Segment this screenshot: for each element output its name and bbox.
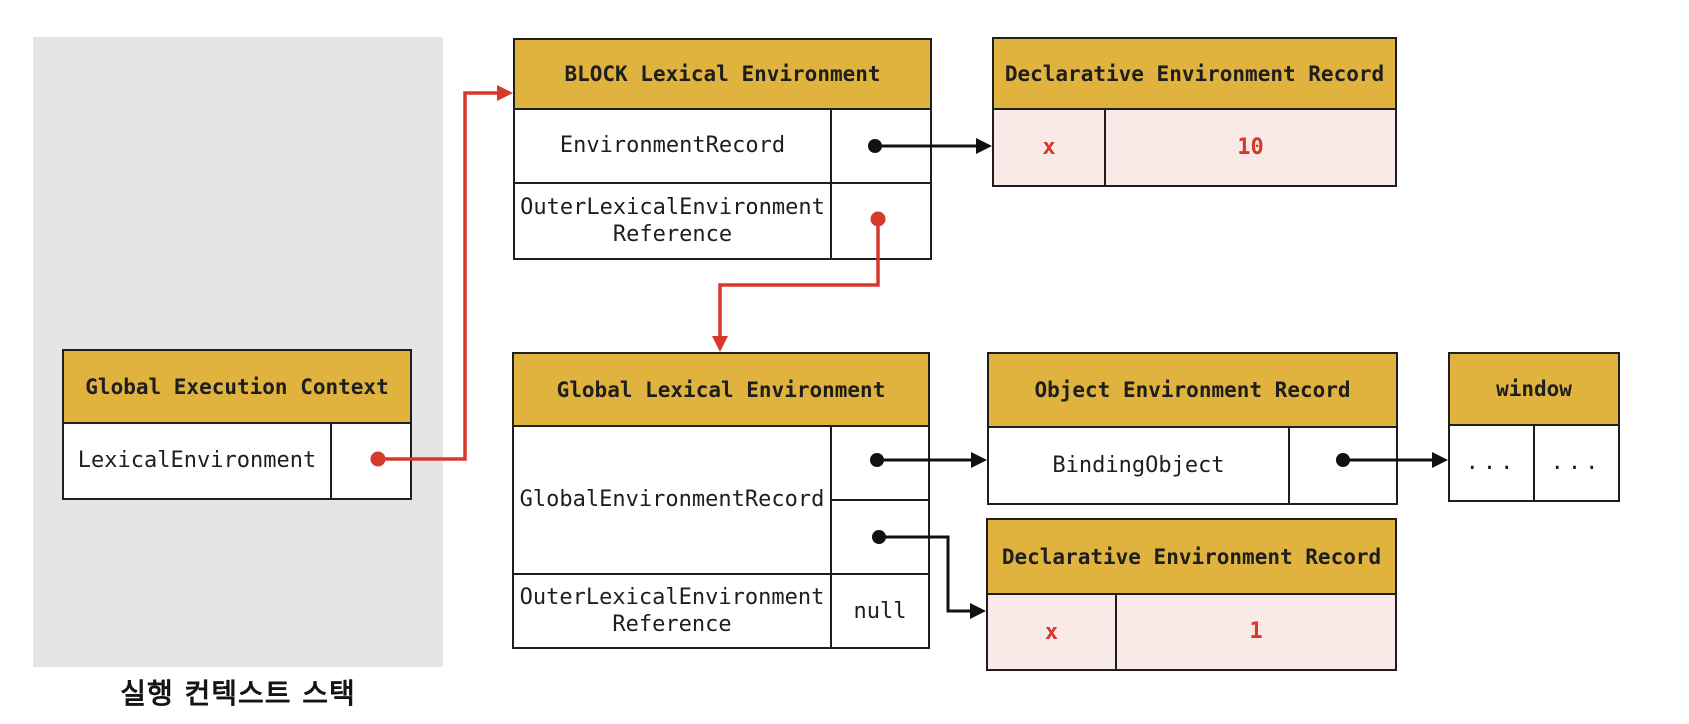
outer-reference-label: OuterLexicalEnvironment Reference: [520, 194, 825, 248]
outer-reference-pointer-cell: [830, 184, 930, 258]
global-execution-context-title: Global Execution Context: [64, 351, 410, 424]
window-box: window ... ...: [1448, 352, 1620, 502]
block-lexical-environment-box: BLOCK Lexical Environment EnvironmentRec…: [513, 38, 932, 260]
binding-row: x 10: [994, 110, 1395, 185]
outer-reference-row: OuterLexicalEnvironment Reference: [515, 182, 930, 258]
global-lexical-environment-box: Global Lexical Environment GlobalEnviron…: [512, 352, 930, 649]
block-lexical-environment-title: BLOCK Lexical Environment: [515, 40, 930, 110]
arrowhead-global-record-to-declarative-record: [970, 603, 986, 619]
global-environment-record-pointer-col: [830, 427, 928, 573]
global-lexical-environment-title: Global Lexical Environment: [514, 354, 928, 427]
global-environment-record-row: GlobalEnvironmentRecord: [514, 427, 928, 573]
binding-value: 1: [1115, 595, 1395, 669]
declarative-environment-record-global-box: Declarative Environment Record x 1: [986, 518, 1397, 671]
declarative-environment-record-block-box: Declarative Environment Record x 10: [992, 37, 1397, 187]
stack-caption: 실행 컨텍스트 스택: [120, 677, 356, 710]
declarative-environment-record-global-title: Declarative Environment Record: [988, 520, 1395, 595]
window-title: window: [1450, 354, 1618, 426]
lexical-environment-label: LexicalEnvironment: [77, 448, 317, 474]
binding-name: x: [988, 595, 1115, 669]
object-environment-record-box: Object Environment Record BindingObject: [987, 352, 1398, 505]
global-outer-reference-label: OuterLexicalEnvironment Reference: [519, 584, 825, 638]
global-outer-reference-value: null: [830, 575, 928, 647]
window-cell-2: ...: [1533, 426, 1618, 500]
declarative-environment-record-block-title: Declarative Environment Record: [994, 39, 1395, 110]
arrowhead-environment-record-to-declarative: [976, 138, 992, 154]
object-record-pointer-cell: [832, 427, 928, 501]
binding-object-label: BindingObject: [1052, 452, 1225, 478]
arrowhead-binding-object-to-window: [1432, 452, 1448, 468]
binding-object-pointer-cell: [1288, 428, 1396, 503]
arrowhead-lexicalenv-to-block: [497, 85, 513, 101]
binding-row: x 1: [988, 595, 1395, 669]
declarative-record-pointer-cell: [832, 501, 928, 573]
global-execution-context-box: Global Execution Context LexicalEnvironm…: [62, 349, 412, 500]
global-outer-reference-row: OuterLexicalEnvironment Reference null: [514, 573, 928, 647]
binding-name: x: [994, 110, 1104, 185]
window-cell-1: ...: [1465, 450, 1518, 476]
environment-record-pointer-cell: [830, 110, 930, 182]
environment-record-label: EnvironmentRecord: [559, 133, 786, 159]
object-environment-record-title: Object Environment Record: [989, 354, 1396, 428]
arrowhead-block-outer-to-global: [712, 336, 728, 352]
arrowhead-global-record-to-object-record: [971, 452, 987, 468]
global-environment-record-label: GlobalEnvironmentRecord: [519, 487, 825, 513]
binding-value: 10: [1104, 110, 1395, 185]
window-cells-row: ... ...: [1450, 426, 1618, 500]
environment-record-row: EnvironmentRecord: [515, 110, 930, 182]
lexical-environment-pointer-cell: [330, 424, 410, 498]
lexical-environment-row: LexicalEnvironment: [64, 424, 410, 498]
binding-object-row: BindingObject: [989, 428, 1396, 503]
